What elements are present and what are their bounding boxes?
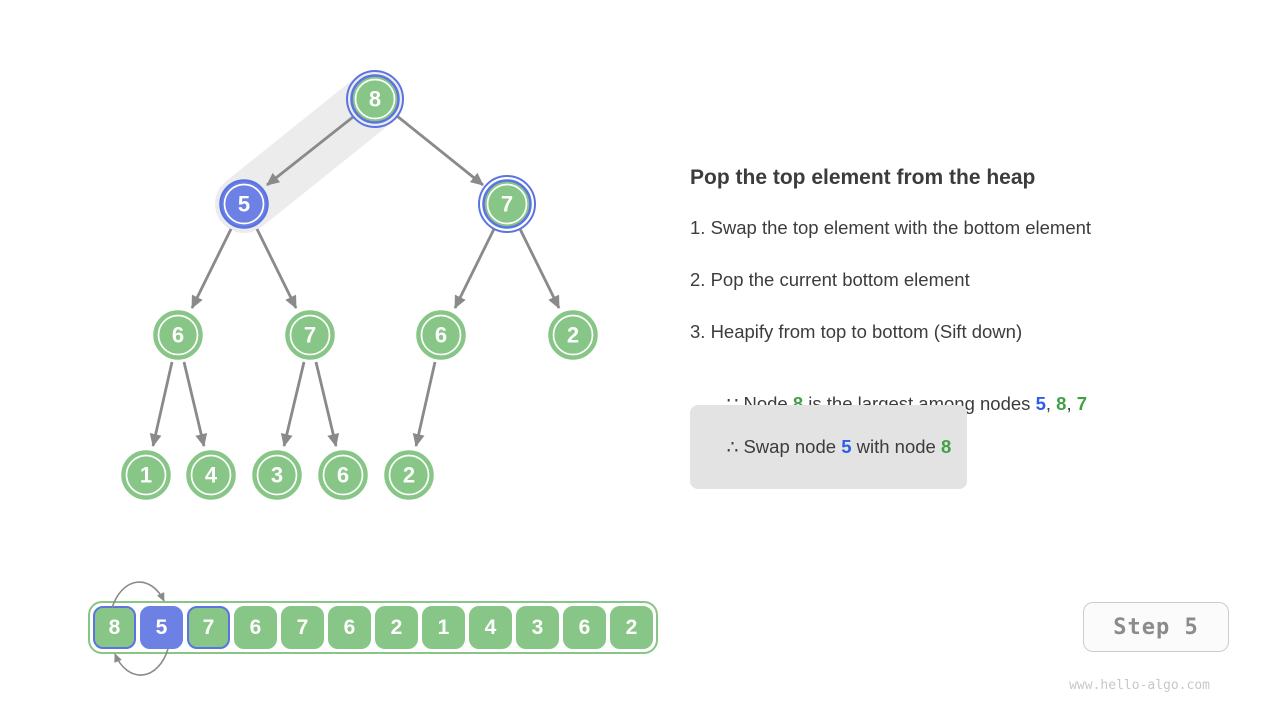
array-cell: 5 xyxy=(140,606,183,649)
node-value: 5 xyxy=(238,192,250,217)
tree-node: 7 xyxy=(285,310,335,360)
panel-title: Pop the top element from the heap xyxy=(690,166,1036,189)
action-text: ∴ Swap node xyxy=(726,436,842,457)
node-value: 6 xyxy=(337,463,349,488)
node-value: 7 xyxy=(304,323,316,348)
heap-tree-diagram: 8 5 7 6 7 6 2 1 xyxy=(121,70,598,500)
node-value: 2 xyxy=(403,463,415,488)
node-value: 2 xyxy=(567,323,579,348)
tree-node: 6 xyxy=(416,310,466,360)
tree-node: 3 xyxy=(252,450,302,500)
array-cell: 3 xyxy=(516,606,559,649)
array-cell: 7 xyxy=(187,606,230,649)
array-cell: 2 xyxy=(610,606,653,649)
step-line-1: 1. Swap the top element with the bottom … xyxy=(690,217,1092,238)
array-cell: 8 xyxy=(93,606,136,649)
tree-edges xyxy=(149,114,561,447)
array-cell: 7 xyxy=(281,606,324,649)
step-button[interactable]: Step 5 xyxy=(1083,602,1229,652)
array-cell: 6 xyxy=(328,606,371,649)
tree-node: 2 xyxy=(548,310,598,360)
array-cell: 4 xyxy=(469,606,512,649)
reason-node-green: 7 xyxy=(1076,393,1088,414)
tree-node: 4 xyxy=(186,450,236,500)
array-cell: 1 xyxy=(422,606,465,649)
heap-array: 8 5 7 6 7 6 2 1 4 3 6 2 xyxy=(88,601,658,654)
node-value: 1 xyxy=(140,463,152,488)
tree-node: 1 xyxy=(121,450,171,500)
reason-node-green: 8 xyxy=(792,393,804,414)
tree-node: 5 xyxy=(219,179,269,229)
reason-text: , xyxy=(1066,393,1077,414)
step-line-2: 2. Pop the current bottom element xyxy=(690,269,970,290)
action-text: with node xyxy=(851,436,941,457)
tree-node-root: 8 xyxy=(346,70,404,128)
node-value: 7 xyxy=(501,192,513,217)
array-cell: 6 xyxy=(563,606,606,649)
reason-text: , xyxy=(1045,393,1057,414)
tree-node: 7 xyxy=(478,175,536,233)
array-cell: 2 xyxy=(375,606,418,649)
node-value: 6 xyxy=(172,323,184,348)
reason-node-blue: 5 xyxy=(1035,393,1046,414)
action-node-blue: 5 xyxy=(841,436,852,457)
node-value: 6 xyxy=(435,323,447,348)
watermark: www.hello-algo.com xyxy=(1069,678,1210,693)
tree-node: 6 xyxy=(318,450,368,500)
action-line: ∴ Swap node 5 with node 8 xyxy=(690,405,968,489)
array-cell: 6 xyxy=(234,606,277,649)
step-line-3: 3. Heapify from top to bottom (Sift down… xyxy=(690,321,1023,342)
reason-node-green: 8 xyxy=(1056,393,1067,414)
action-node-green: 8 xyxy=(940,436,952,457)
tree-node: 6 xyxy=(153,310,203,360)
node-value: 8 xyxy=(369,87,381,112)
node-value: 4 xyxy=(205,463,218,488)
tree-node: 2 xyxy=(384,450,434,500)
node-value: 3 xyxy=(271,463,283,488)
